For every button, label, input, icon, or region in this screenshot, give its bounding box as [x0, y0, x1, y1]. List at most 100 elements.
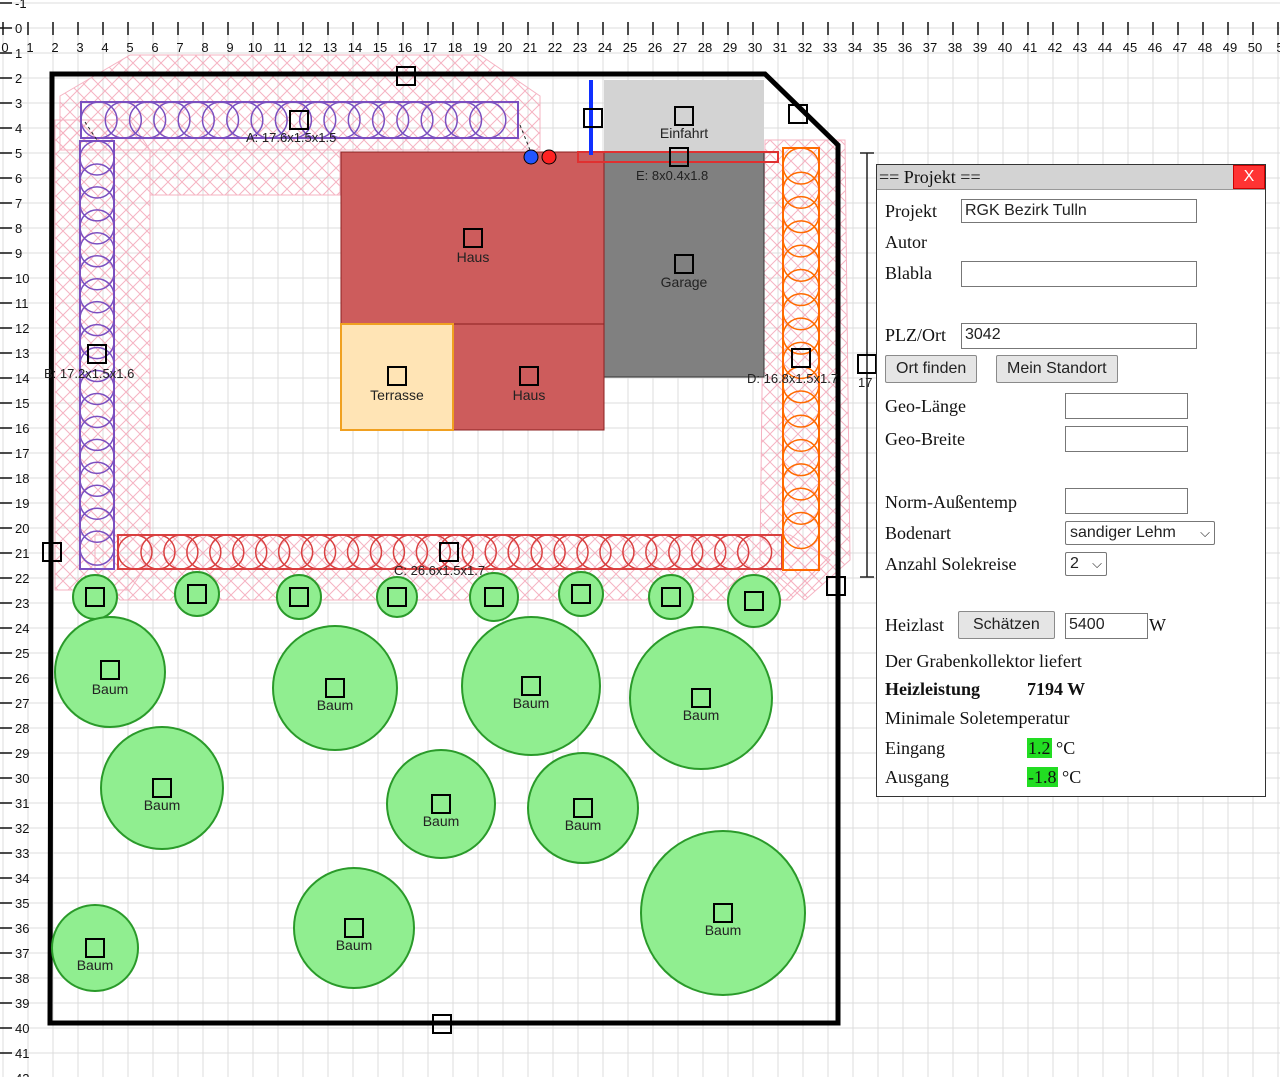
drag-handle[interactable]: [187, 584, 207, 604]
tree[interactable]: [51, 904, 139, 992]
pipe-e[interactable]: [577, 151, 779, 163]
anzahl-label: Anzahl Solekreise: [885, 554, 1017, 574]
tree[interactable]: [461, 616, 601, 756]
tree-small[interactable]: [558, 571, 604, 617]
drag-handle[interactable]: [571, 584, 591, 604]
drag-handle[interactable]: [396, 66, 416, 86]
tree-small[interactable]: [72, 574, 118, 620]
close-button[interactable]: X: [1233, 165, 1265, 189]
drag-handle[interactable]: [691, 688, 711, 708]
geo-laenge-input[interactable]: [1065, 393, 1188, 419]
drag-handle[interactable]: [87, 344, 107, 364]
x-tick-label: 39: [973, 40, 987, 55]
drag-handle[interactable]: [439, 542, 459, 562]
tree-small[interactable]: [376, 576, 418, 618]
eingang-value: 1.2: [1027, 738, 1052, 758]
garage-area[interactable]: [603, 151, 765, 378]
drag-handle[interactable]: [344, 918, 364, 938]
pipe-coil: [186, 534, 222, 570]
x-tick-label: 50: [1248, 40, 1262, 55]
drag-handle[interactable]: [432, 1014, 452, 1034]
drag-handle[interactable]: [826, 576, 846, 596]
drag-handle[interactable]: [674, 106, 694, 126]
y-tick-label: 20: [15, 521, 29, 536]
drag-handle[interactable]: [661, 587, 681, 607]
x-tick-label: 16: [398, 40, 412, 55]
x-tick-label: 1: [26, 40, 33, 55]
drag-handle[interactable]: [674, 254, 694, 274]
pipe-coil: [79, 140, 115, 176]
drag-handle[interactable]: [519, 366, 539, 386]
drag-handle[interactable]: [583, 108, 603, 128]
schaetzen-button[interactable]: Schätzen: [958, 611, 1055, 639]
drag-handle[interactable]: [669, 147, 689, 167]
drag-handle[interactable]: [791, 348, 811, 368]
geo-laenge-label: Geo-Länge: [885, 396, 966, 416]
drag-handle[interactable]: [788, 104, 808, 124]
ort-finden-button[interactable]: Ort finden: [885, 355, 978, 383]
tree[interactable]: [272, 625, 398, 751]
tree-small[interactable]: [648, 574, 694, 620]
bodenart-select[interactable]: sandiger Lehm ⌵: [1065, 521, 1215, 545]
projekt-input[interactable]: RGK Bezirk Tulln: [961, 199, 1197, 223]
x-tick-label: 48: [1198, 40, 1212, 55]
heizlast-input[interactable]: 5400: [1065, 613, 1148, 639]
drag-handle[interactable]: [744, 591, 764, 611]
garage-label: Garage: [661, 274, 708, 290]
terrasse-area[interactable]: [340, 323, 454, 431]
mein-standort-button[interactable]: Mein Standort: [996, 355, 1118, 383]
pipe-coil: [300, 534, 337, 570]
tree[interactable]: [629, 626, 773, 770]
drag-handle[interactable]: [85, 587, 105, 607]
y-tick-label: 22: [15, 571, 29, 586]
drag-handle[interactable]: [387, 366, 407, 386]
drag-handle[interactable]: [463, 228, 483, 248]
inlet-red-dot[interactable]: [541, 149, 557, 165]
tree[interactable]: [293, 867, 415, 989]
drag-handle[interactable]: [325, 678, 345, 698]
tree[interactable]: [640, 830, 806, 996]
drag-handle[interactable]: [387, 587, 407, 607]
geo-breite-input[interactable]: [1065, 426, 1188, 452]
drag-handle[interactable]: [713, 903, 733, 923]
pipe-coil: [117, 534, 153, 570]
tree-small[interactable]: [174, 571, 220, 617]
drag-handle[interactable]: [431, 794, 451, 814]
plot-boundary[interactable]: [47, 71, 841, 1026]
drag-handle[interactable]: [573, 798, 593, 818]
x-tick-label: 34: [848, 40, 862, 55]
inlet-blue-dot[interactable]: [523, 149, 539, 165]
drag-handle[interactable]: [289, 587, 309, 607]
blabla-input[interactable]: [961, 261, 1197, 287]
drag-handle[interactable]: [484, 587, 504, 607]
drag-handle[interactable]: [521, 676, 541, 696]
plz-input[interactable]: 3042: [961, 323, 1197, 349]
drag-handle[interactable]: [42, 542, 62, 562]
drag-handle[interactable]: [100, 660, 120, 680]
haus-area-small[interactable]: [452, 323, 605, 431]
pipe-coil: [153, 101, 191, 139]
drag-handle[interactable]: [85, 938, 105, 958]
y-tick-label: 33: [15, 846, 29, 861]
x-tick-label: 10: [248, 40, 262, 55]
pipe-coil: [782, 511, 820, 550]
anzahl-select[interactable]: 2 ⌵: [1065, 552, 1107, 576]
pipe-coils[interactable]: [79, 101, 820, 571]
panel-titlebar[interactable]: == Projekt == X: [877, 165, 1265, 190]
tree[interactable]: [386, 749, 496, 859]
einfahrt-area[interactable]: [604, 80, 764, 152]
tree-small[interactable]: [727, 574, 781, 628]
tree[interactable]: [100, 726, 224, 850]
drag-handle[interactable]: [289, 110, 309, 130]
drag-handle[interactable]: [152, 778, 172, 798]
tree[interactable]: [54, 616, 166, 728]
drag-handles[interactable]: [42, 66, 877, 1034]
tree[interactable]: [527, 752, 639, 864]
tree-small[interactable]: [469, 572, 519, 622]
norm-input[interactable]: [1065, 488, 1188, 514]
tree-small[interactable]: [276, 574, 322, 620]
pipe-coil: [323, 534, 360, 570]
tree-label: Baum: [705, 922, 742, 938]
haus-area-main[interactable]: [340, 151, 605, 325]
